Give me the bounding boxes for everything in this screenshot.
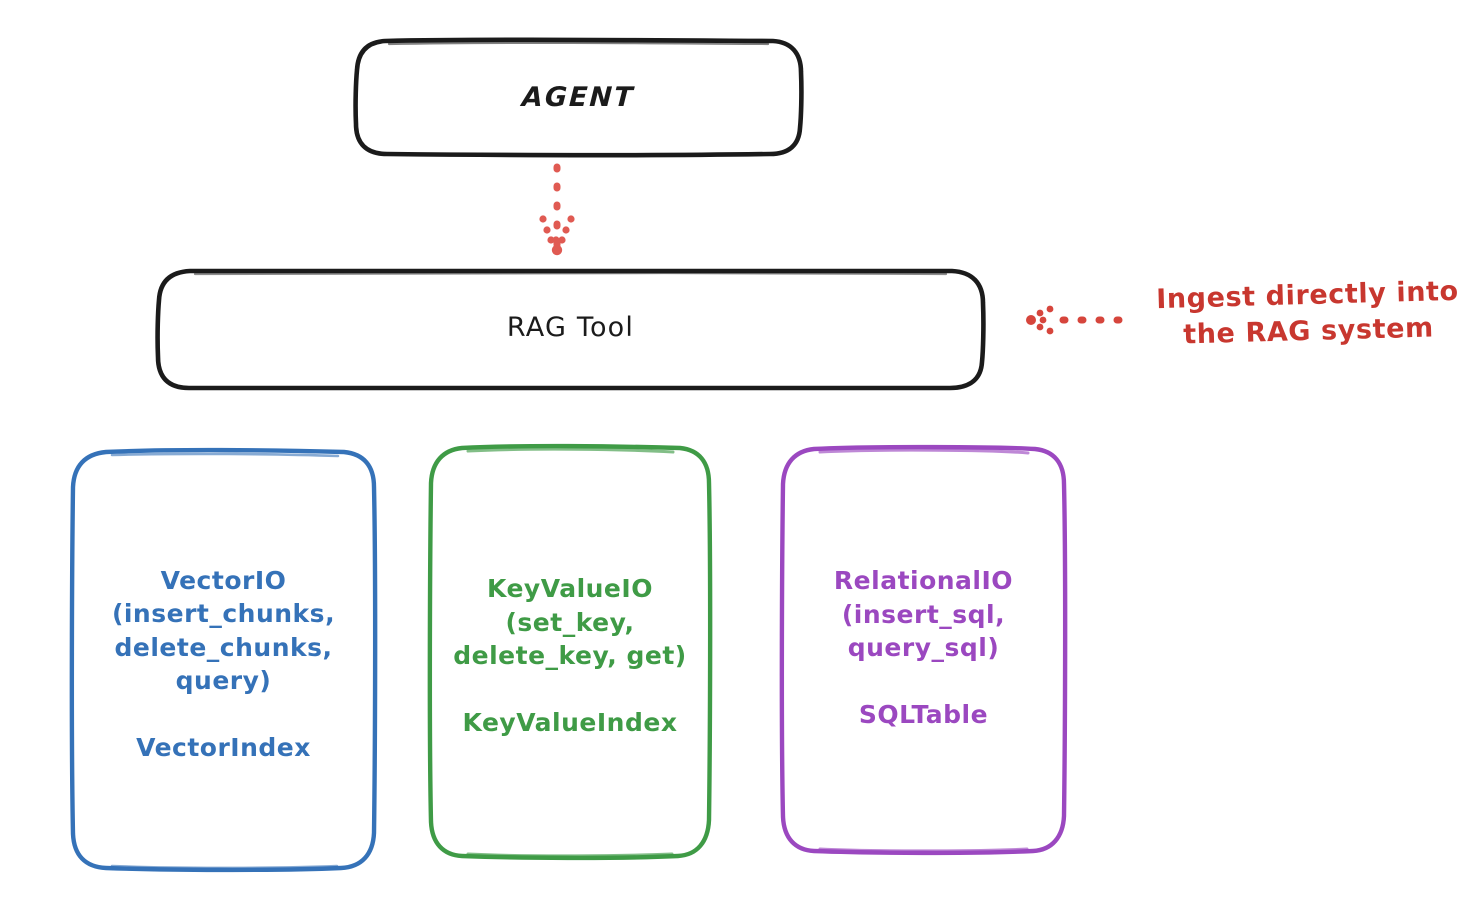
agent-label: AGENT — [521, 81, 636, 113]
key-value-io-node[interactable]: KeyValueIO (set_key, delete_key, get) Ke… — [430, 446, 710, 858]
relational-io-node[interactable]: RelationalIO (insert_sql, query_sql) SQL… — [782, 447, 1065, 853]
relational-io-label: RelationalIO (insert_sql, query_sql) SQL… — [833, 566, 1014, 730]
rag-tool-node[interactable]: RAG Tool — [157, 270, 984, 385]
key-value-io-box-outline — [427, 443, 713, 861]
key-value-io-label: KeyValueIO (set_key, delete_key, get) Ke… — [453, 574, 687, 738]
vector-io-node[interactable]: VectorIO (insert_chunks, delete_chunks, … — [72, 450, 375, 870]
ingest-annotation-label: Ingest directly into the RAG system — [1155, 275, 1460, 351]
ingest-to-rag-connector — [1026, 305, 1132, 335]
agent-box-outline — [353, 37, 804, 158]
vector-io-label: VectorIO (insert_chunks, delete_chunks, … — [111, 565, 336, 763]
agent-to-rag-connector — [539, 163, 575, 256]
rag-tool-label: RAG Tool — [506, 311, 635, 343]
agent-node[interactable]: AGENT — [355, 40, 802, 155]
rag-tool-box-outline — [155, 267, 986, 392]
relational-io-box-outline — [779, 444, 1068, 856]
vector-io-box-outline — [69, 447, 378, 873]
